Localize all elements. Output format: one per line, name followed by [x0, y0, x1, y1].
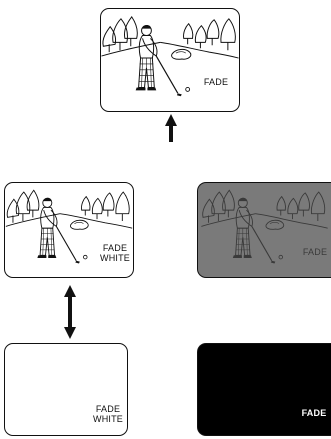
fade-panel-grey: FADE [197, 182, 331, 278]
arrow-up-icon [164, 112, 178, 144]
golf-scene-illustration [198, 183, 331, 277]
arrow-up-down-icon [63, 284, 77, 340]
fade-panel-black: FADE [197, 343, 331, 436]
fade-panel-top: FADE [100, 8, 240, 112]
fade-label: FADE [300, 247, 330, 257]
fade-label: FADE [298, 408, 330, 418]
golf-scene-illustration [101, 9, 239, 111]
fade-white-panel-mid: FADE WHITE [4, 182, 134, 278]
fade-label: FADE [201, 77, 231, 87]
fade-white-label: FADE WHITE [89, 404, 127, 424]
fade-white-panel-blank: FADE WHITE [4, 343, 128, 436]
fade-white-label: FADE WHITE [96, 243, 134, 263]
